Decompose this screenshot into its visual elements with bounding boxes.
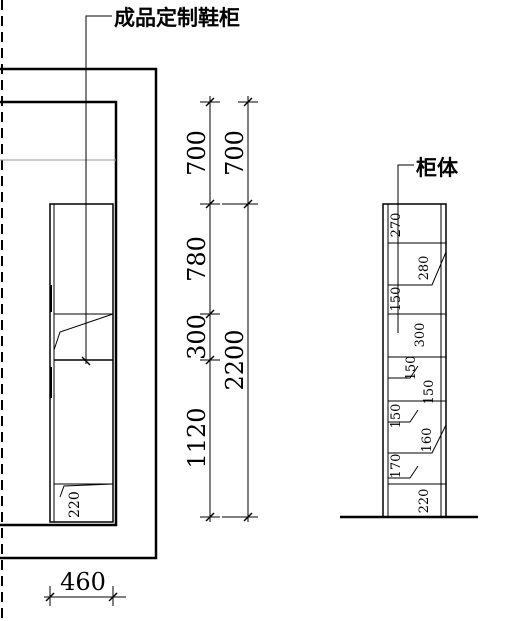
body-dim-150-b-label: 150 bbox=[404, 356, 419, 381]
cabinet-body-outline bbox=[382, 203, 447, 518]
body-dim-220-label: 220 bbox=[417, 489, 432, 514]
body-dim-170-label: 170 bbox=[389, 454, 404, 479]
body-dim-150-d-label: 150 bbox=[389, 404, 404, 429]
dim-right-total-label: 2200 bbox=[221, 329, 249, 390]
plinth-slope bbox=[59, 483, 114, 498]
title-leader-tick bbox=[81, 356, 91, 366]
open-niche-shelf bbox=[53, 313, 114, 351]
body-dim-270-label: 270 bbox=[389, 213, 404, 238]
body-dim-280-label: 280 bbox=[417, 256, 432, 281]
title-leader-line bbox=[85, 15, 112, 364]
cabinet-body-shelves bbox=[388, 242, 447, 485]
dim-right-top-label: 700 bbox=[221, 130, 249, 176]
height-dimension-chain-left bbox=[200, 96, 220, 522]
side-bottom-clearance-label: 220 bbox=[67, 491, 83, 518]
height-dimension-chain-right bbox=[222, 96, 258, 522]
dim-left-top-label: 700 bbox=[183, 130, 211, 176]
body-dim-150-c-label: 150 bbox=[422, 380, 437, 405]
width-dim-tick-left bbox=[45, 592, 55, 602]
dim-left-middle-label: 300 bbox=[183, 314, 211, 360]
dim-left-lower-label: 1120 bbox=[183, 407, 211, 468]
body-dim-150-a-label: 150 bbox=[389, 287, 404, 312]
body-leader-line bbox=[397, 164, 414, 333]
cabinet-body-dim-ticks bbox=[414, 242, 436, 358]
width-dim-label: 460 bbox=[60, 568, 106, 596]
body-dim-300-label: 300 bbox=[413, 323, 428, 348]
width-dim-tick-right bbox=[108, 592, 118, 602]
cabinet-side-outline bbox=[49, 203, 114, 523]
dim-left-upper-label: 780 bbox=[183, 236, 211, 282]
cabinet-title-label: 成品定制鞋柜 bbox=[114, 6, 240, 30]
inner-wall-outline bbox=[0, 100, 118, 527]
outer-wall-outline bbox=[0, 67, 158, 560]
cabinet-body-label: 柜体 bbox=[416, 156, 459, 180]
body-dim-160-label: 160 bbox=[420, 428, 435, 453]
